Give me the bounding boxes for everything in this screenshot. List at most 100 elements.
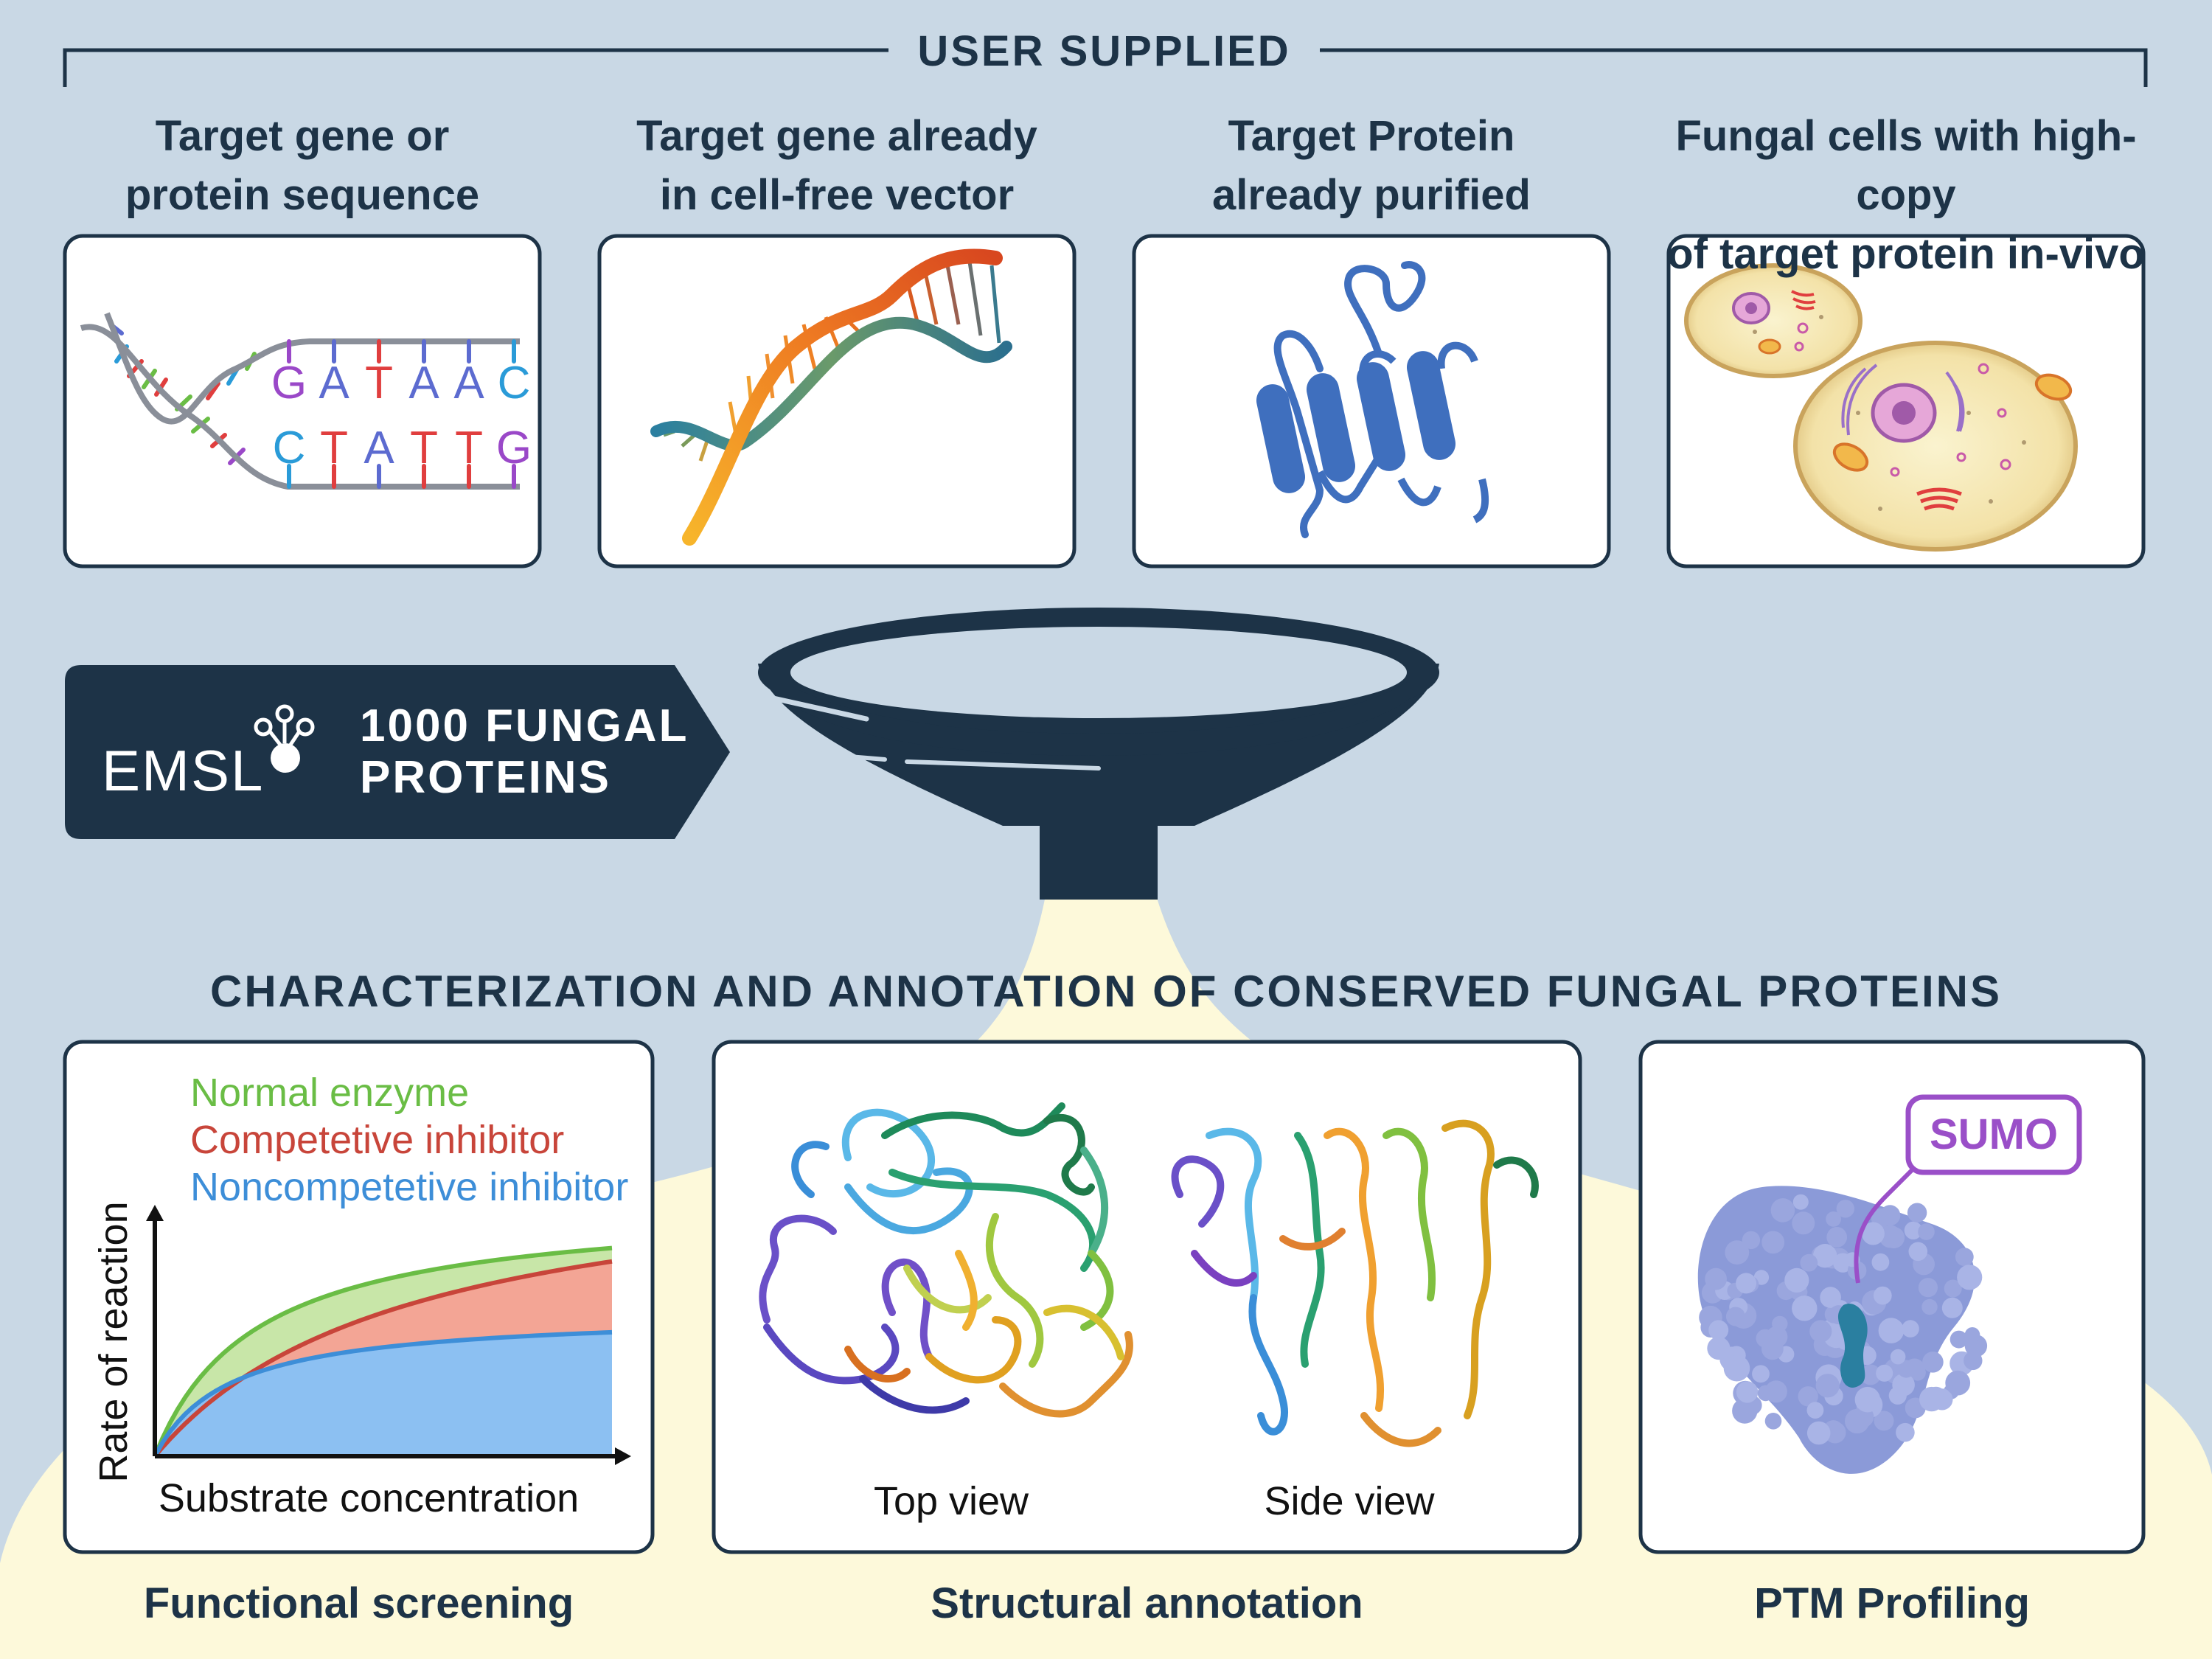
surface-bead <box>1752 1365 1770 1383</box>
surface-bead <box>1873 1286 1892 1305</box>
characterization-title: CHARACTERIZATION AND ANNOTATION OF CONSE… <box>210 967 2002 1016</box>
emsl-logo-text: EMSL <box>102 738 265 803</box>
surface-bead <box>1792 1211 1815 1235</box>
surface-bead <box>1772 1315 1788 1332</box>
surface-bead <box>1708 1320 1729 1340</box>
x-axis-label: Substrate concentration <box>159 1476 579 1520</box>
surface-bead <box>1918 1278 1938 1298</box>
surface-bead <box>1806 1402 1824 1419</box>
protein-surface-icon <box>1697 1186 1988 1474</box>
sequence-letter: T <box>365 358 393 408</box>
x-axis-arrow <box>615 1447 631 1465</box>
surface-bead <box>1860 1364 1881 1385</box>
legend-entry: Normal enzyme <box>190 1071 469 1115</box>
surface-bead <box>1918 1223 1935 1240</box>
surface-bead <box>1907 1203 1927 1222</box>
sequence-letter: A <box>364 422 394 473</box>
legend-entry: Competetive inhibitor <box>190 1118 564 1162</box>
surface-bead <box>1890 1349 1906 1365</box>
surface-bead <box>1725 1240 1750 1265</box>
banner-shape <box>65 665 730 839</box>
surface-bead <box>1908 1242 1928 1262</box>
surface-bead <box>1892 1373 1915 1397</box>
surface-bead <box>1798 1386 1818 1407</box>
surface-bead <box>1922 1352 1944 1373</box>
line-competitive-inhibitor <box>153 1259 613 1458</box>
surface-bead <box>1904 1221 1923 1240</box>
surface-bead <box>1874 1411 1894 1431</box>
surface-bead <box>1854 1386 1881 1413</box>
surface-bead <box>1764 1380 1787 1403</box>
surface-bead <box>1950 1330 1968 1349</box>
emsl-logo-mark <box>254 704 315 773</box>
surface-bead <box>1876 1364 1893 1382</box>
surface-bead <box>1896 1422 1915 1442</box>
surface-bead <box>1705 1267 1728 1290</box>
surface-bead <box>1902 1320 1919 1338</box>
sequence-letter: T <box>455 422 483 473</box>
surface-bead <box>1736 1381 1759 1403</box>
surface-bead <box>1764 1413 1782 1430</box>
user-supplied-bracket <box>63 48 2148 87</box>
surface-bead <box>1809 1320 1832 1343</box>
surface-bead <box>1964 1327 1980 1343</box>
sumo-tag <box>1905 1094 2082 1175</box>
surface-bead <box>1723 1354 1750 1382</box>
surface-bead <box>1784 1267 1809 1293</box>
surface-bead <box>1945 1370 1971 1396</box>
structure-view-top-label: Top view <box>873 1479 1029 1523</box>
surface-bead <box>1725 1307 1745 1326</box>
surface-bead <box>1871 1253 1890 1271</box>
surface-bead <box>1800 1253 1818 1272</box>
sequence-letter: T <box>410 422 438 473</box>
sequence-letter: C <box>498 358 531 408</box>
surface-bead <box>1792 1194 1809 1210</box>
surface-bead <box>1770 1198 1795 1222</box>
sequence-letter: T <box>320 422 348 473</box>
protein-structure-side-view <box>1171 1119 1539 1447</box>
surface-bead <box>1732 1398 1758 1424</box>
line-normal-enzyme <box>153 1245 613 1458</box>
surface-bead <box>1813 1244 1837 1268</box>
line-noncompetitive-inhibitor <box>153 1329 613 1458</box>
surface-bead <box>1879 1225 1902 1248</box>
sequence-letter: A <box>408 358 439 408</box>
surface-bead <box>1826 1211 1842 1227</box>
y-axis-label: Rate of reaction <box>91 1201 136 1482</box>
protein-fold-icon <box>1256 261 1489 538</box>
fungal-cell-icon <box>1684 263 2078 552</box>
surface-bead <box>1944 1279 1962 1298</box>
legend-entry: Noncompetetive inhibitor <box>190 1165 628 1209</box>
surface-bead <box>1861 1222 1885 1245</box>
sequence-letter: G <box>496 422 532 473</box>
surface-bead <box>1955 1248 1974 1267</box>
structure-view-side-label: Side view <box>1264 1479 1435 1523</box>
sequence-letter: A <box>319 358 349 408</box>
surface-bead <box>1957 1265 1983 1290</box>
surface-bead <box>1815 1374 1840 1398</box>
surface-bead <box>1742 1231 1761 1250</box>
surface-bead <box>1921 1298 1938 1315</box>
surface-bead <box>1806 1421 1831 1445</box>
y-axis-arrow <box>146 1205 164 1221</box>
section-title-user-supplied: USER SUPPLIED <box>888 29 1320 74</box>
caption-functional-screening: Functional screening <box>143 1579 574 1627</box>
surface-bead <box>1761 1231 1785 1254</box>
sequence-letter: G <box>271 358 307 408</box>
funnel-icon <box>758 608 1439 900</box>
surface-bead <box>1878 1318 1905 1343</box>
surface-bead <box>1826 1227 1848 1248</box>
dna-helix-icon <box>650 248 1012 546</box>
surface-bead <box>1736 1273 1757 1294</box>
sumo-tag-label: SUMO <box>1930 1110 2058 1158</box>
area-noncompetitive-inhibitor <box>155 1332 612 1456</box>
sequence-letter: C <box>273 422 306 473</box>
